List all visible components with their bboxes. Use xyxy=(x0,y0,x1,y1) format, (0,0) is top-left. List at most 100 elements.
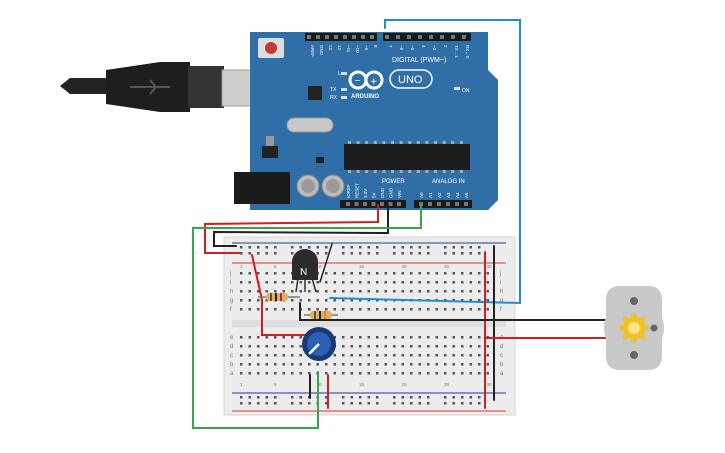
digital-pin-label: AREF xyxy=(310,45,315,57)
column-number: 20 xyxy=(402,382,408,387)
power-jack[interactable] xyxy=(234,172,290,204)
power-pin-label: RESET xyxy=(355,183,360,198)
digital-label: DIGITAL (PWM~) xyxy=(392,57,446,64)
tx-label: TX xyxy=(330,87,337,93)
resistor-1[interactable] xyxy=(258,293,300,301)
svg-text:−: − xyxy=(354,76,361,85)
digital-pin-label: 2 xyxy=(443,45,448,48)
digital-pin-label: 4 xyxy=(421,45,426,48)
usb-cable-icon[interactable] xyxy=(60,62,253,112)
wire-black-gnd xyxy=(213,204,389,247)
digital-pin-label: ~10 xyxy=(355,45,360,53)
power-pin-label: IOREF xyxy=(346,184,351,198)
wire-black-emitter xyxy=(319,243,333,283)
reset-button[interactable] xyxy=(258,38,284,58)
crystal-oscillator xyxy=(286,117,334,133)
svg-text:+: + xyxy=(370,77,378,87)
digital-pin-label: 8 xyxy=(373,45,378,48)
digital-pin-label: GND xyxy=(319,45,324,56)
brand-label: ARDUINO xyxy=(351,94,379,100)
analog-pin-label: A3 xyxy=(446,192,451,198)
analog-pin-label: A2 xyxy=(437,192,442,198)
arduino-infinity-logo-icon: − + xyxy=(348,70,384,90)
row-letter: d xyxy=(500,344,503,350)
digital-pin-label: TX→1 xyxy=(454,45,459,58)
l-led-label: L xyxy=(338,71,341,77)
row-letter: a xyxy=(500,371,504,377)
power-pin-label: GND xyxy=(380,187,385,198)
digital-pin-label: ~9 xyxy=(364,45,369,51)
on-label: ON xyxy=(462,88,470,94)
row-letter: f xyxy=(500,307,502,313)
analog-pin-label: A0 xyxy=(419,192,424,198)
column-number: 20 xyxy=(402,264,408,269)
digital-pin-label: 7 xyxy=(388,45,393,48)
motor-gear-icon xyxy=(619,313,649,343)
wires[interactable] xyxy=(192,19,609,429)
dc-motor[interactable] xyxy=(604,286,664,370)
wire-blue-pin9 xyxy=(329,19,521,305)
wire-red-pot xyxy=(251,254,307,336)
transistor-npn[interactable]: N xyxy=(292,249,318,293)
model-badge xyxy=(389,69,433,89)
analog-pin-label: A5 xyxy=(464,192,469,198)
microcontroller-chip xyxy=(344,144,470,170)
row-letter: e xyxy=(230,335,234,341)
column-number: 1 xyxy=(240,382,243,387)
row-letter: g xyxy=(230,298,233,304)
row-letter: b xyxy=(230,362,234,368)
digital-pin-label: ~6 xyxy=(399,45,404,51)
wire-red-5v xyxy=(204,204,379,254)
digital-pin-label: ~3 xyxy=(432,45,437,51)
row-letter: g xyxy=(500,298,503,304)
potentiometer[interactable] xyxy=(302,327,336,361)
power-pin-label: 3.3V xyxy=(363,189,368,198)
column-number: 25 xyxy=(444,382,450,387)
column-number: 30 xyxy=(487,382,493,387)
row-letter: h xyxy=(500,289,503,295)
transistor-label: N xyxy=(300,267,307,278)
row-letter: i xyxy=(230,280,231,286)
analog-label: ANALOG IN xyxy=(432,179,465,185)
power-pin-label: GND xyxy=(389,187,394,198)
usb-chip xyxy=(308,86,322,100)
digital-pin-label: ~11 xyxy=(346,45,351,53)
resistor-2[interactable] xyxy=(304,311,338,319)
column-number: 1 xyxy=(240,264,243,269)
column-number: 10 xyxy=(317,264,323,269)
row-letter: f xyxy=(230,307,232,313)
column-number: 10 xyxy=(317,382,323,387)
row-letter: c xyxy=(500,353,503,359)
row-letter: j xyxy=(499,271,501,277)
digital-pin-label: 13 xyxy=(328,45,333,51)
column-number: 25 xyxy=(444,264,450,269)
row-letter: c xyxy=(230,353,233,359)
column-number: 15 xyxy=(359,264,365,269)
row-letter: d xyxy=(230,344,233,350)
row-letter: a xyxy=(230,371,234,377)
power-pin-label: 5V xyxy=(372,192,377,198)
wire-green-a0 xyxy=(192,204,422,429)
power-label: POWER xyxy=(382,179,405,185)
rx-label: RX xyxy=(330,95,338,101)
column-number: 15 xyxy=(359,382,365,387)
analog-pin-label: A4 xyxy=(455,192,460,198)
wire-black-motor xyxy=(299,302,609,321)
column-number: 5 xyxy=(274,264,277,269)
column-number: 30 xyxy=(487,264,493,269)
row-letter: b xyxy=(500,362,504,368)
row-letter: h xyxy=(230,289,233,295)
digital-pin-label: RX←0 xyxy=(465,45,470,59)
column-number: 5 xyxy=(274,382,277,387)
model-label: UNO xyxy=(398,74,423,86)
power-pin-label: VIN xyxy=(397,190,402,198)
row-letter: i xyxy=(500,280,501,286)
digital-pin-label: 12 xyxy=(337,45,342,51)
analog-pin-label: A1 xyxy=(428,192,433,198)
voltage-regulator xyxy=(262,146,278,158)
